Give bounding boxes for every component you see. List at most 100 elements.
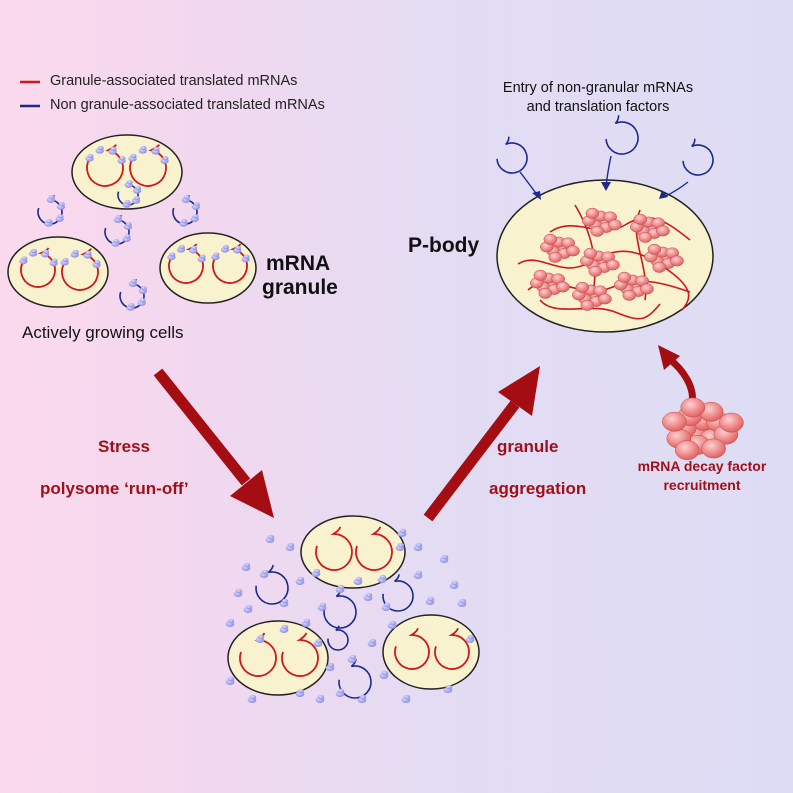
ribosome [213,252,220,257]
ribosome [227,676,235,682]
ribosome [381,670,389,676]
ribosome [261,569,269,575]
protein-blob [608,219,622,231]
granule-ellipse [382,614,480,690]
ribosome [57,214,64,219]
mrna-label: mRNA [266,252,331,275]
mrna-loop [255,564,289,605]
protein-blob [617,271,632,283]
protein-blob [606,259,620,271]
stress-arrow [153,368,274,518]
mrna-loop [323,588,357,629]
entry-label-line1: Entry of non-granular mRNAs [502,80,694,96]
ribosome [51,258,58,263]
ribosome [369,638,377,644]
ribosome [134,185,142,191]
ribosome [317,694,325,700]
decay-label-line2: recruitment [663,477,741,493]
mrna-loop [496,136,528,174]
ribosome [267,534,275,540]
ribosome [72,249,79,255]
ribosome [139,298,146,303]
p-body-mrna-strands [517,204,691,320]
granule-ellipse [7,236,109,308]
mrna-loop [327,625,349,651]
mrna-loop [605,115,639,155]
mrna-loop [394,627,430,670]
protein-blob [622,289,637,301]
ribosome [21,256,28,261]
ribosome [319,602,327,608]
protein-blob [662,411,687,432]
ribosome [58,202,65,207]
ribosome [124,200,131,205]
ribosome [441,554,449,560]
ribosome [235,588,243,594]
ribosome [181,219,188,224]
protein-blob [670,255,684,267]
ribosome [178,244,186,250]
ribosome [125,222,132,227]
decay-label-line1: mRNA decay factor [637,458,767,474]
ribosome [193,202,200,207]
ribosome [153,146,160,152]
ribosome [113,239,120,244]
protein-blob [656,225,670,237]
ribosome [62,257,69,263]
ribosome [128,303,135,308]
mrna-loop [355,526,393,571]
ribosome [169,252,176,257]
entry-arrowheads [532,182,668,200]
recruitment-arrow [658,345,696,405]
ribosome [140,145,147,151]
ribosome [43,249,50,255]
ribosome [397,542,405,548]
ribosome [451,580,459,586]
ribosome [427,596,435,602]
actively-growing-label: Actively growing cells [22,323,184,342]
protein-blob [585,207,600,219]
ribosome [337,688,345,694]
stress-label: Stress [98,437,150,456]
ribosome [235,245,242,251]
ribosome [227,618,235,624]
ribosome [97,145,104,151]
ribosome [297,576,305,582]
legend-non-granule-label: Non granule-associated translated mRNAs [50,97,325,113]
protein-blob [543,233,558,245]
ribosome [199,254,206,259]
ribosome [245,604,253,610]
protein-blob [575,281,590,293]
ribosome [243,562,251,568]
ribosome [349,654,357,660]
ribosome [87,153,94,159]
ribosome [119,156,126,161]
ribosome [281,624,289,630]
protein-blob [580,299,595,311]
granule-label: granule [262,276,338,299]
ribosome [130,279,137,284]
protein-blob [719,412,744,433]
granule-aggregation-label-2: aggregation [489,479,587,498]
ribosome [383,602,391,608]
ribosome [313,568,321,574]
protein-blob [701,438,726,459]
protein-blob [548,251,563,263]
ribosome [124,234,131,239]
protein-blob [590,225,605,237]
mrna-loop [338,658,372,699]
protein-blob [652,261,667,273]
ribosome [389,620,397,626]
mrna-loop [434,627,470,670]
p-body-protein-aggregates [530,207,684,311]
ribosome [403,694,411,700]
mrna-loop [281,632,319,677]
ribosome [337,584,345,590]
ribosomes-top-left [19,145,250,311]
ribosome [327,662,335,668]
protein-blob [638,231,653,243]
ribosome [192,214,199,219]
ribosome [30,248,38,254]
